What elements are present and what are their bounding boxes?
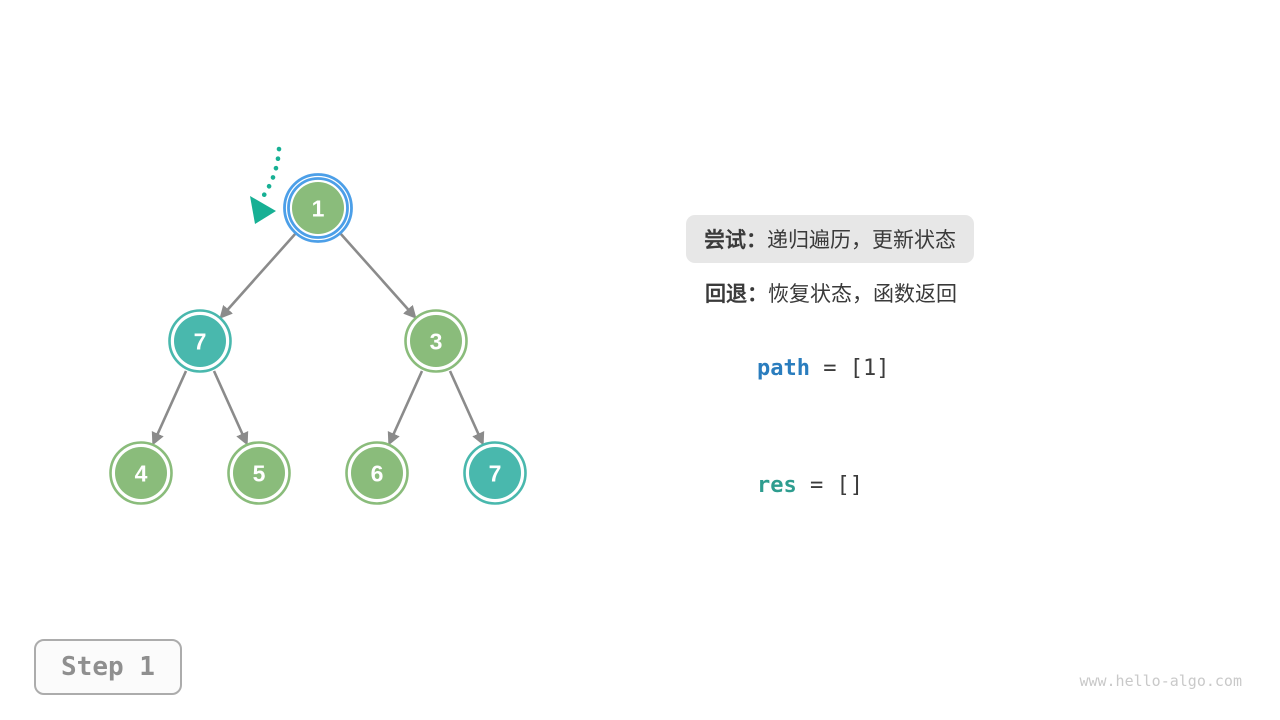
node-ring [404,309,468,373]
tree-node-leaf-6: 6 [345,441,409,505]
path-variable-row: path = [1] [704,331,889,406]
node-value: 4 [135,460,148,486]
node-circle [292,182,344,234]
res-variable-value: = [] [796,473,863,498]
highlight-inner-ring [287,177,349,239]
step-badge-label: Step 1 [61,652,155,682]
backtrack-row: 回退：恢复状态，函数返回 [705,278,957,308]
res-variable-row: res = [] [704,448,863,523]
node-ring [168,309,232,373]
try-label: 尝试： [704,229,767,252]
current-node-pointer-arrow [250,146,282,224]
node-ring [463,441,527,505]
tree-edge-7-4 [151,370,188,446]
node-value: 1 [312,195,325,221]
tree-node-right: 3 [404,309,468,373]
node-ring [227,441,291,505]
node-ring [109,441,173,505]
pointer-arrow-head-icon [250,196,276,224]
highlight-outer-ring [283,173,353,243]
watermark: www.hello-algo.com [1079,672,1242,690]
binary-tree-diagram: 1 7 3 4 5 6 [109,146,527,505]
tree-edge-7-5 [212,370,249,446]
step-badge: Step 1 [34,639,182,695]
node-value: 6 [371,460,384,486]
node-circle [351,447,403,499]
tree-node-left: 7 [168,309,232,373]
path-variable-value: = [1] [809,356,890,381]
node-circle [410,315,462,367]
tree-edge-3-6 [387,370,424,446]
tree-node-leaf-4: 4 [109,441,173,505]
node-value: 7 [194,328,207,354]
node-circle [469,447,521,499]
pointer-arrow-dots [259,146,282,201]
node-value: 7 [489,460,502,486]
res-variable-name: res [756,473,797,498]
tree-edge-1-3 [339,232,417,319]
node-circle [115,447,167,499]
tree-node-leaf-7: 7 [463,441,527,505]
tree-edge-3-7 [448,370,485,446]
tree-edges [151,232,485,446]
node-value: 5 [253,460,266,486]
try-text: 递归遍历，更新状态 [767,229,956,252]
node-circle [233,447,285,499]
backtrack-label: 回退： [705,283,768,306]
try-row: 尝试：递归遍历，更新状态 [686,215,974,263]
tree-node-leaf-5: 5 [227,441,291,505]
backtrack-text: 恢复状态，函数返回 [768,283,957,306]
tree-edge-1-7 [219,232,297,319]
node-value: 3 [430,328,443,354]
node-ring [345,441,409,505]
node-circle [174,315,226,367]
tree-node-root: 1 [283,173,353,243]
path-variable-name: path [756,356,810,381]
